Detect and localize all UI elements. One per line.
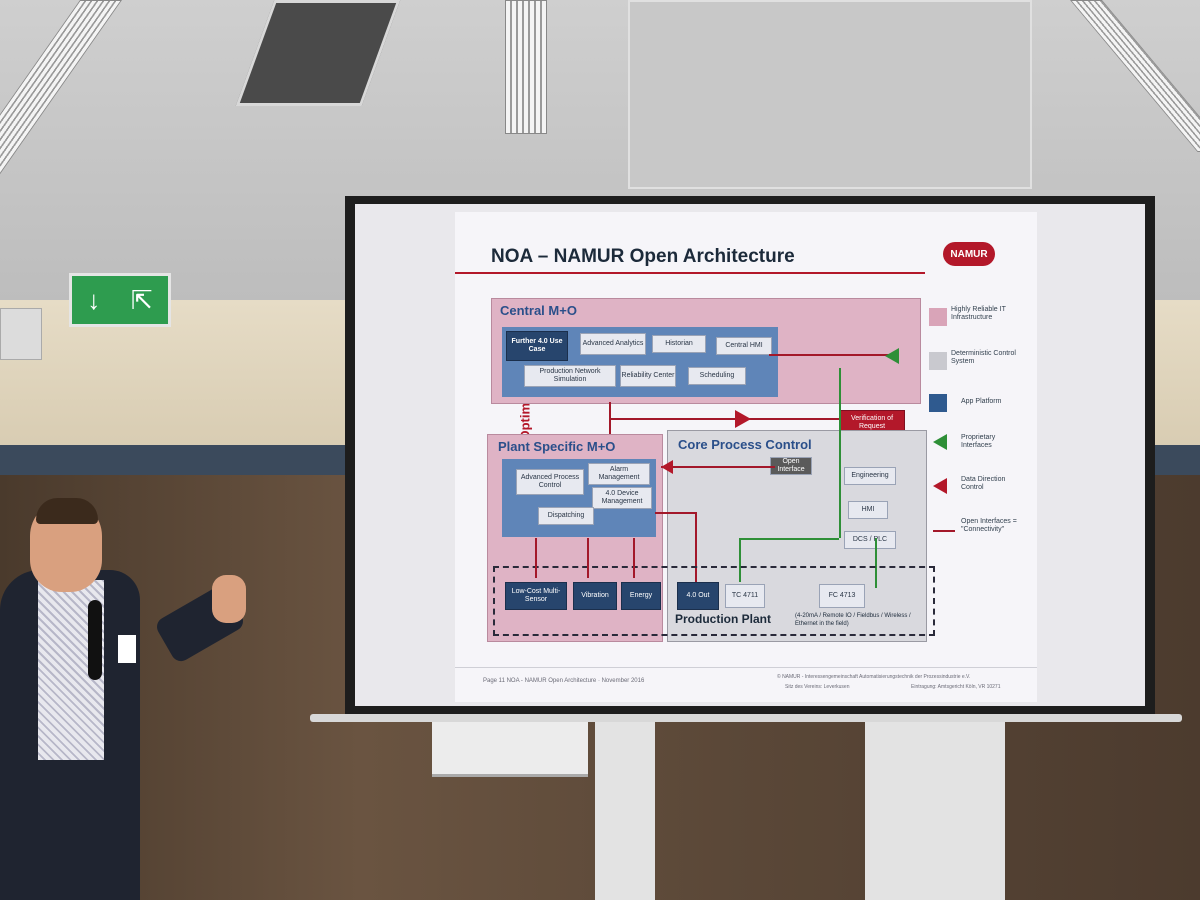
- microphone-icon: [88, 600, 102, 680]
- legend-swatch-control: [929, 352, 947, 370]
- device-management-box: 4.0 Device Management: [592, 487, 652, 509]
- apc-box: Advanced Process Control: [516, 469, 584, 495]
- field-note: (4-20mA / Remote IO / Fieldbus / Wireles…: [795, 613, 911, 627]
- advanced-analytics-box: Advanced Analytics: [580, 333, 646, 355]
- dcs-plc-box: DCS / PLC: [844, 531, 896, 549]
- title-underline: [455, 272, 925, 274]
- slide: NOA – NAMUR Open Architecture NAMUR Moni…: [455, 212, 1037, 702]
- footer-right-line-2: Sitz des Vereins: Leverkusen: [785, 684, 850, 690]
- arrow-down-icon: ↓: [87, 284, 101, 315]
- footer-right-line-1: © NAMUR - Interessengemeinschaft Automat…: [777, 674, 971, 680]
- alarm-management-box: Alarm Management: [588, 463, 650, 485]
- name-badge: [118, 635, 136, 663]
- reliability-center-box: Reliability Center: [620, 365, 676, 387]
- data-direction-arrow-icon: [735, 410, 751, 428]
- proprietary-arrow-icon: [885, 348, 899, 364]
- legend-open-label: Open Interfaces = "Connectivity": [961, 518, 1017, 533]
- four-zero-out-box: 4.0 Out: [677, 582, 719, 610]
- sensor-line: [535, 538, 537, 578]
- plant-mo-title: Plant Specific M+O: [498, 439, 616, 454]
- energy-box: Energy: [621, 582, 661, 610]
- legend-proprietary-label: Proprietary Interfaces: [961, 434, 996, 449]
- historian-box: Historian: [652, 335, 706, 353]
- running-person-icon: ⇱: [130, 284, 153, 315]
- legend-proprietary-icon: [933, 434, 947, 450]
- hmi-box: HMI: [848, 501, 888, 519]
- speaker-hand: [212, 575, 246, 623]
- central-mo-box: Central M+O Further 4.0 Use Case Advance…: [491, 298, 921, 404]
- production-plant-label: Production Plant: [675, 612, 771, 626]
- exit-sign: ↓ ⇱: [69, 273, 171, 327]
- open-interface-line: [661, 466, 775, 468]
- dispatching-box: Dispatching: [538, 507, 594, 525]
- sensor-line: [587, 538, 589, 578]
- low-cost-sensor-box: Low-Cost Multi-Sensor: [505, 582, 567, 610]
- sensor-line: [633, 538, 635, 578]
- legend-control-label: Deterministic Control System: [951, 350, 1016, 365]
- projector-stand: [432, 722, 588, 777]
- logo-text: NAMUR: [950, 248, 988, 260]
- legend-open-line: [933, 530, 955, 532]
- legend-direction-icon: [933, 478, 947, 494]
- proprietary-line: [739, 538, 741, 582]
- further-use-case-box: Further 4.0 Use Case: [506, 331, 568, 361]
- core-title: Core Process Control: [678, 437, 812, 452]
- central-hmi-line: [769, 354, 893, 356]
- vibration-box: Vibration: [573, 582, 617, 610]
- production-plant-area: [493, 566, 935, 636]
- ceiling-light: [505, 0, 547, 134]
- ceiling-panel: [628, 0, 1032, 189]
- legend-swatch-it: [929, 308, 947, 326]
- legend-it-label: Highly Reliable IT Infrastructure: [951, 306, 1006, 321]
- legend-app-label: App Platform: [961, 398, 1002, 405]
- footer-right-line-3: Eintragung: Amtsgericht Köln, VR 10271: [911, 684, 1001, 690]
- four-zero-out-line: [695, 512, 697, 582]
- proprietary-line: [875, 538, 877, 588]
- production-network-simulation-box: Production Network Simulation: [524, 365, 616, 387]
- namur-logo: NAMUR: [943, 242, 995, 266]
- connector-line: [609, 402, 611, 442]
- screen-bottom-bar: [310, 714, 1182, 722]
- connector-line: [609, 418, 839, 420]
- data-direction-arrow-icon: [661, 460, 673, 474]
- slide-title: NOA – NAMUR Open Architecture: [491, 246, 795, 267]
- scheduling-box: Scheduling: [688, 367, 746, 385]
- legend-direction-label: Data Direction Control: [961, 476, 1006, 491]
- engineering-box: Engineering: [844, 467, 896, 485]
- four-zero-out-line: [655, 512, 695, 514]
- proprietary-line: [739, 538, 839, 540]
- central-hmi-box: Central HMI: [716, 337, 772, 355]
- tc-4711-box: TC 4711: [725, 584, 765, 608]
- legend-swatch-app: [929, 394, 947, 412]
- open-interface-box: Open Interface: [770, 457, 812, 475]
- footer-divider: [455, 667, 1037, 668]
- footer-left: Page 11 NOA - NAMUR Open Architecture · …: [483, 678, 645, 684]
- central-mo-title: Central M+O: [500, 303, 577, 318]
- wall-speaker: [0, 308, 42, 360]
- wall-pillar: [865, 722, 1005, 900]
- wall-pillar: [595, 722, 655, 900]
- proprietary-line: [839, 368, 841, 538]
- speaker-hair: [36, 498, 98, 524]
- fc-4713-box: FC 4713: [819, 584, 865, 608]
